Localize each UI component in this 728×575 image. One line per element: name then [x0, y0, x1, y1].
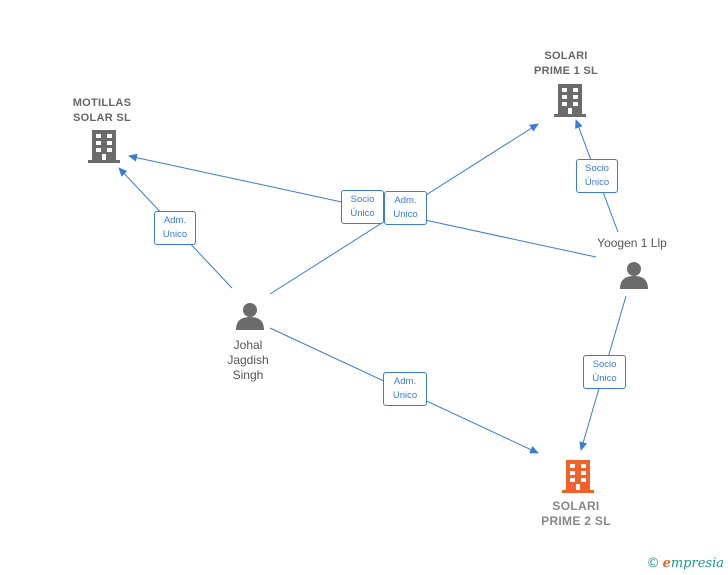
- edge-badge-johal-solari2: Adm. Unico: [383, 372, 427, 406]
- brand-rest: mpresia: [670, 556, 724, 571]
- solari-prime-2-building-icon[interactable]: [562, 460, 594, 493]
- solari-prime-1-label[interactable]: SOLARI PRIME 1 SL: [533, 50, 599, 77]
- empresia-footer[interactable]: ©empresia: [647, 556, 724, 571]
- edge-badge-johal-motillas: Adm. Unico: [154, 211, 196, 245]
- johal-label[interactable]: Johal Jagdish Singh: [227, 338, 269, 382]
- solari-prime-2-label[interactable]: SOLARI PRIME 2 SL: [541, 499, 611, 528]
- johal-person-icon[interactable]: [236, 303, 264, 330]
- motillas-building-icon[interactable]: [88, 130, 120, 163]
- copyright-icon: ©: [646, 556, 660, 571]
- edge-badge-johal-solari1: Adm. Unico: [384, 191, 427, 225]
- edge-badge-yoogen-solari1: Socio Único: [576, 159, 618, 193]
- brand-e: e: [662, 556, 671, 571]
- edge-badge-yoogen-solari2: Socio Único: [583, 355, 626, 389]
- solari-prime-1-building-icon[interactable]: [554, 84, 586, 117]
- edge-badge-yoogen-motillas: Socio Único: [341, 190, 384, 224]
- motillas-label[interactable]: MOTILLAS SOLAR SL: [72, 97, 132, 124]
- yoogen-label[interactable]: Yoogen 1 Llp: [597, 236, 667, 250]
- edges-layer: [118, 119, 627, 454]
- yoogen-person-icon[interactable]: [620, 262, 648, 289]
